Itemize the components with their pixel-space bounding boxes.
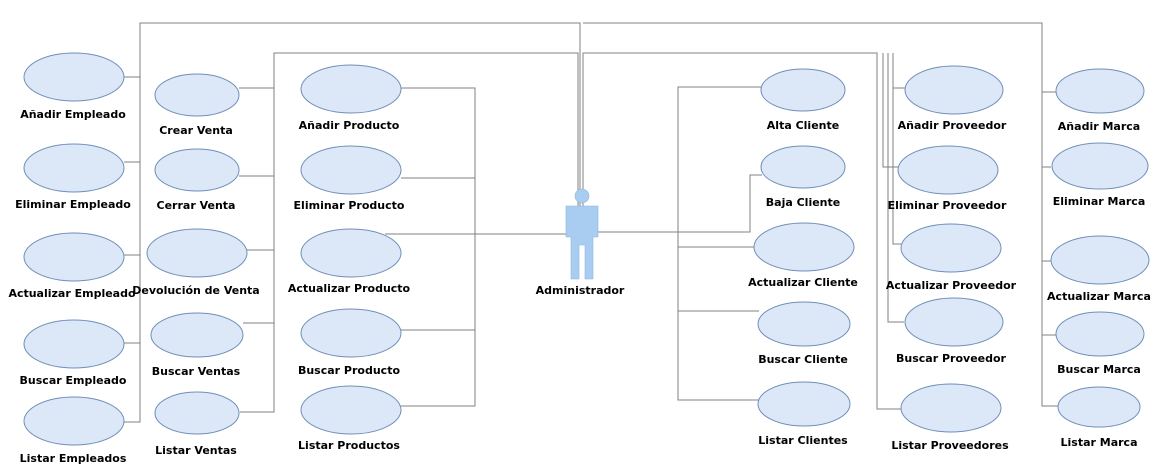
connector-proveedores-branch	[892, 88, 901, 245]
use-case-label: Eliminar Empleado	[15, 198, 131, 211]
use-case-buscar-producto[interactable]: Buscar Producto	[298, 308, 402, 377]
use-case-label: Alta Cliente	[767, 119, 839, 132]
use-case-listar-clientes[interactable]: Listar Clientes	[757, 381, 851, 447]
use-case-label: Eliminar Proveedor	[888, 199, 1007, 212]
use-case-label: Listar Productos	[298, 439, 400, 452]
use-case-anadir-marca[interactable]: Añadir Marca	[1055, 68, 1145, 133]
use-case-label: Buscar Producto	[298, 364, 400, 377]
use-case-actualizar-empleado[interactable]: Actualizar Empleado	[8, 232, 136, 300]
use-case-label: Actualizar Cliente	[748, 276, 858, 289]
use-case-buscar-ventas[interactable]: Buscar Ventas	[150, 312, 244, 378]
use-case-group-productos: Añadir Producto Eliminar Producto Actual…	[288, 64, 411, 452]
connector-marcas-bus	[583, 22, 1058, 407]
connector-proveedores-branch	[882, 53, 898, 168]
use-case-cerrar-venta[interactable]: Cerrar Venta	[154, 148, 240, 212]
use-case-label: Buscar Ventas	[152, 365, 241, 378]
use-case-alta-cliente[interactable]: Alta Cliente	[760, 68, 846, 132]
use-case-label: Eliminar Marca	[1053, 195, 1146, 208]
use-case-label: Listar Proveedores	[891, 439, 1009, 452]
use-case-eliminar-empleado[interactable]: Eliminar Empleado	[15, 143, 131, 211]
connector-productos-bus	[401, 87, 476, 407]
use-case-label: Actualizar Marca	[1047, 290, 1151, 303]
connector-clientes-branch	[678, 174, 762, 233]
use-case-label: Listar Ventas	[155, 444, 237, 457]
use-case-label: Actualizar Proveedor	[886, 279, 1017, 292]
use-case-label: Eliminar Producto	[294, 199, 405, 212]
use-case-label: Devolución de Venta	[132, 284, 259, 297]
use-case-label: Buscar Empleado	[20, 374, 127, 387]
use-case-crear-venta[interactable]: Crear Venta	[154, 73, 240, 137]
use-case-group-proveedores: Añadir Proveedor Eliminar Proveedor Actu…	[886, 65, 1017, 452]
use-case-label: Añadir Proveedor	[898, 119, 1007, 132]
use-case-label: Añadir Producto	[299, 119, 400, 132]
connector-ventas-bus	[239, 52, 579, 232]
connector-proveedores-branch	[887, 53, 904, 323]
use-case-label: Cerrar Venta	[157, 199, 236, 212]
use-case-listar-proveedores[interactable]: Listar Proveedores	[891, 383, 1009, 452]
use-case-actualizar-cliente[interactable]: Actualizar Cliente	[748, 222, 858, 289]
use-case-eliminar-producto[interactable]: Eliminar Producto	[294, 145, 405, 212]
use-case-group-ventas: Crear Venta Cerrar Venta Devolución de V…	[132, 73, 260, 457]
use-case-label: Buscar Proveedor	[896, 352, 1007, 365]
connector-empleados-bus	[124, 22, 581, 232]
actor-person-icon	[565, 188, 599, 280]
use-case-baja-cliente[interactable]: Baja Cliente	[760, 145, 846, 209]
use-case-actualizar-proveedor[interactable]: Actualizar Proveedor	[886, 223, 1017, 292]
use-case-eliminar-marca[interactable]: Eliminar Marca	[1051, 142, 1149, 208]
connector-clientes-bus	[677, 86, 762, 401]
actor-label: Administrador	[536, 284, 625, 297]
use-case-label: Actualizar Empleado	[8, 287, 136, 300]
use-case-label: Buscar Cliente	[758, 353, 848, 366]
use-case-devolucion-venta[interactable]: Devolución de Venta	[132, 228, 260, 297]
use-case-label: Actualizar Producto	[288, 282, 411, 295]
use-case-anadir-producto[interactable]: Añadir Producto	[299, 64, 402, 132]
connector-proveedores-branch	[892, 53, 905, 89]
connector-ventas-branch	[240, 88, 275, 413]
use-case-buscar-cliente[interactable]: Buscar Cliente	[757, 301, 851, 366]
use-case-group-marcas: Añadir Marca Eliminar Marca Actualizar M…	[1047, 68, 1151, 449]
use-case-listar-productos[interactable]: Listar Productos	[298, 385, 402, 452]
connectors	[124, 22, 1058, 423]
use-case-label: Buscar Marca	[1057, 363, 1141, 376]
use-case-actualizar-marca[interactable]: Actualizar Marca	[1047, 235, 1151, 303]
use-case-group-clientes: Alta Cliente Baja Cliente Actualizar Cli…	[748, 68, 858, 447]
use-case-buscar-empleado[interactable]: Buscar Empleado	[20, 319, 127, 387]
use-case-actualizar-producto[interactable]: Actualizar Producto	[288, 228, 411, 295]
use-case-buscar-proveedor[interactable]: Buscar Proveedor	[896, 297, 1007, 365]
use-case-label: Crear Venta	[159, 124, 233, 137]
use-case-anadir-empleado[interactable]: Añadir Empleado	[20, 52, 126, 121]
use-case-buscar-marca[interactable]: Buscar Marca	[1055, 311, 1145, 376]
use-case-listar-empleados[interactable]: Listar Empleados	[20, 396, 127, 465]
use-case-group-empleados: Añadir Empleado Eliminar Empleado Actual…	[8, 52, 136, 465]
use-case-label: Listar Empleados	[20, 452, 127, 465]
connector-empleados-branch	[124, 77, 141, 423]
actor-administrador[interactable]: Administrador	[536, 188, 625, 297]
use-case-eliminar-proveedor[interactable]: Eliminar Proveedor	[888, 145, 1007, 212]
use-case-listar-ventas[interactable]: Listar Ventas	[154, 391, 240, 457]
use-case-anadir-proveedor[interactable]: Añadir Proveedor	[898, 65, 1007, 132]
use-case-label: Listar Clientes	[758, 434, 848, 447]
use-case-listar-marca[interactable]: Listar Marca	[1057, 386, 1141, 449]
use-case-label: Añadir Empleado	[20, 108, 126, 121]
use-case-label: Listar Marca	[1061, 436, 1138, 449]
use-case-label: Añadir Marca	[1058, 120, 1140, 133]
use-case-label: Baja Cliente	[766, 196, 840, 209]
connector-proveedores-bus	[582, 52, 901, 410]
